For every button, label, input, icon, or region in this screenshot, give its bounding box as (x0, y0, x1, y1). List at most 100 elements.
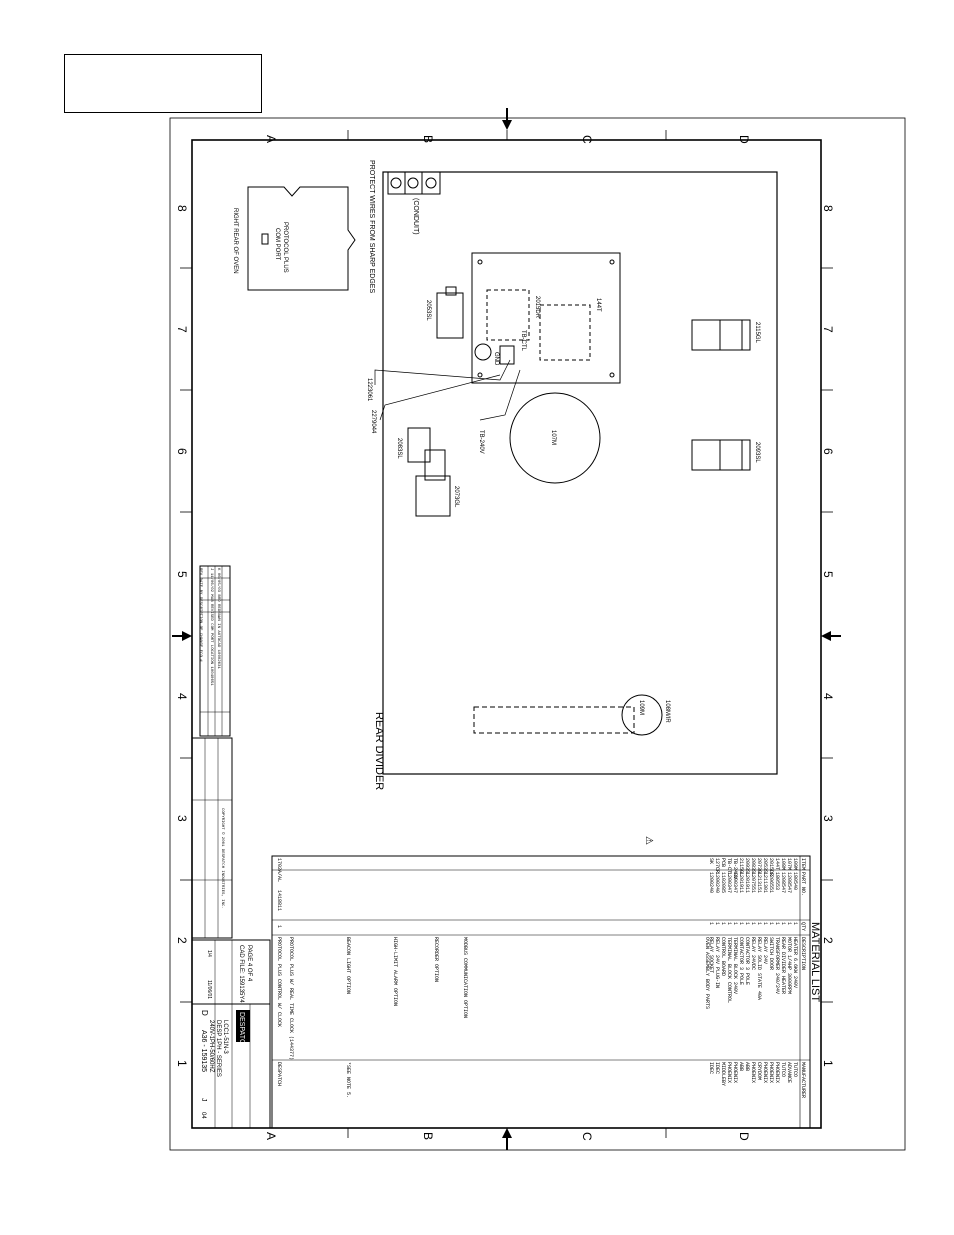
ml-header-item: ITEM (800, 858, 806, 870)
ml-row-3-col-2: 1 (774, 922, 780, 925)
ml-row-5-col-2: 1 (762, 922, 768, 925)
conduit-terminals (387, 171, 441, 195)
ml-row-7-col-1: 1207551 (750, 872, 756, 893)
rear-divider-heater (473, 706, 635, 734)
ml-row-2-col-0: 108M (780, 858, 786, 870)
label-109m: 109M (638, 700, 644, 715)
outer-frame (169, 117, 906, 1151)
copyright-text: COPYRIGHT © 2001 DESPATCH INDUSTRIES, IN… (220, 808, 225, 909)
rev-header: REV DATE BY DESCRIPTION OF CHANGE ECO # (198, 568, 202, 662)
ml-row-1-col-1: 1208547 (786, 872, 792, 893)
title-block (191, 939, 271, 1129)
motor-107m (509, 392, 601, 484)
ml-row-2-col-2: 1 (780, 922, 786, 925)
ml-row-9-col-4: ABB (738, 1062, 744, 1071)
scale-value: 1/4 (206, 950, 212, 957)
zone-num-6-right: 6 (821, 448, 835, 455)
zone-num-8-right: 8 (821, 205, 835, 212)
ml-row-0-col-4: TUTCO (792, 1062, 798, 1077)
ml-sub-highlimit: HIGH-LIMIT ALARM OPTION (392, 937, 398, 1006)
protect-wires-note: PROTECT WIRES FROM SHARP EDGES (368, 160, 375, 293)
ml-row-1-col-2: 1 (786, 922, 792, 925)
title-line-2: DESP 1PH - SERIES (215, 1020, 221, 1077)
sheet-number: 04 (200, 1112, 206, 1119)
ml-row-0-col-0: 109M (792, 858, 798, 870)
ml-row-3-col-0: 144T (774, 858, 780, 870)
ml-row-4-col-3: SWITCH DOOR (768, 937, 774, 970)
ml-header-desc: DESCRIPTION (800, 937, 806, 970)
ml-row-5-col-4: PHOENIX (762, 1062, 768, 1083)
ml-row-6-col-0: 2073GL (756, 858, 762, 876)
zone-num-7-right: 7 (821, 326, 835, 333)
ml-row-5-col-1: 1211301 (762, 872, 768, 893)
zone-letters: A B C D A B C D (264, 135, 751, 1141)
ml-row-1-col-4: ADVANCE (786, 1062, 792, 1083)
ml-row-7-col-4: PHOENIX (750, 1062, 756, 1083)
ml-row-8-col-1: 1201911 (744, 872, 750, 893)
ml-row-8-col-0: 2093SL (744, 858, 750, 876)
ml-row-12-col-2: 1 (720, 922, 726, 925)
ml-row-13-col-1: 1200240 (714, 872, 720, 893)
blank-label-box (64, 54, 262, 113)
date-value: 11/06/01 (206, 980, 212, 999)
ml-sub-modbus: MODBUS COMMUNICATION OPTION (462, 937, 468, 1018)
zone-num-5-right: 5 (821, 571, 835, 578)
ml-header-mfr: MANUFACTURER (800, 1062, 806, 1098)
relay-2053sl (436, 292, 464, 339)
label-2083sl: 2083SL (396, 438, 402, 459)
ml-see-note: *SEE NOTE 5. (345, 1062, 351, 1098)
ml-row-11-col-3: TERMINAL BLOCK CONTROL (726, 937, 732, 1003)
ml-row-5-col-0: 2053SL (762, 858, 768, 876)
ml-row-5-col-3: RELAY 24V (762, 937, 768, 964)
ml-sub-protocol: PROTOCOL PLUS W/ REAL TIME CLOCK (144377… (288, 937, 294, 1060)
contactor-2115gl (691, 319, 743, 351)
ml-last-qty: 1 (276, 925, 282, 928)
ml-row-10-col-2: 1 (732, 922, 738, 925)
ml-row-4-col-1: 1206551 (768, 872, 774, 893)
right-rear-label: RIGHT REAR OF OVEN (232, 208, 238, 274)
zone-letter-d-top: D (737, 135, 751, 144)
ml-sub-recorder: RECORDER OPTION (433, 937, 439, 982)
zone-num-4-left: 4 (175, 693, 189, 700)
label-2073gl: 2073GL (453, 486, 459, 508)
rear-oven-cutout (247, 186, 356, 291)
ml-row-9-col-1: 1201911 (738, 872, 744, 893)
contactor-2093sl (691, 439, 743, 471)
ml-row-7-col-0: 2083SL (750, 858, 756, 876)
rev-letter: J (200, 1098, 207, 1102)
label-2279044: 2279044 (370, 410, 376, 434)
ml-row-10-col-4: PHOENIX (732, 1062, 738, 1083)
label-tb-ctl: TB-CTL (520, 330, 526, 352)
ml-row-7-col-2: 1 (750, 922, 756, 925)
ml-row-0-col-2: 1 (792, 922, 798, 925)
rev-row-1: J 11/06/02 MAB REVISED COM PORT LOCATION… (209, 568, 214, 686)
ml-row-10-col-1: 1200347 (732, 872, 738, 893)
ml-row-6-col-4: CRYDOM (756, 1062, 762, 1080)
center-arrows (172, 108, 841, 1150)
zone-letter-a-top: A (264, 135, 278, 143)
ml-row-14-col-1: 1200240 (708, 872, 714, 893)
ml-row-13-col-4: IDEC (714, 1062, 720, 1074)
zone-letter-b-top: B (421, 135, 435, 143)
rear-divider-label: REAR DIVIDER (373, 712, 385, 790)
label-1223061: 1223061 (366, 378, 372, 402)
drawing-number: A36 - 159135 (200, 1030, 207, 1072)
title-line-3: 240V-1PH-50/60HZ (208, 1020, 214, 1073)
ml-last-part: 1418811 (276, 890, 282, 911)
label-2115gl: 2115GL (754, 322, 760, 344)
zone-letter-c-bottom: C (580, 1132, 594, 1141)
ml-sub-oven: OVEN ASSEMBLY BODY PARTS (704, 937, 710, 1009)
ml-row-14-col-0: SK (708, 858, 714, 864)
ml-row-0-col-1: 180540 (792, 872, 798, 890)
ml-row-12-col-4: MIDDLEBY (720, 1062, 726, 1086)
ml-row-2-col-1: 1208547 (780, 872, 786, 893)
ml-row-11-col-2: 1 (726, 922, 732, 925)
ml-row-12-col-0: PCB (720, 858, 726, 867)
zone-num-1-left: 1 (175, 1060, 189, 1067)
company-logo-text: DESPATCH (238, 1012, 245, 1049)
tb-block (499, 345, 515, 365)
zone-num-5-left: 5 (175, 571, 189, 578)
relay-2083sl (407, 427, 431, 463)
zone-num-4-right: 4 (821, 693, 835, 700)
ml-row-9-col-3: CONTACTOR 3 POLE (738, 937, 744, 985)
